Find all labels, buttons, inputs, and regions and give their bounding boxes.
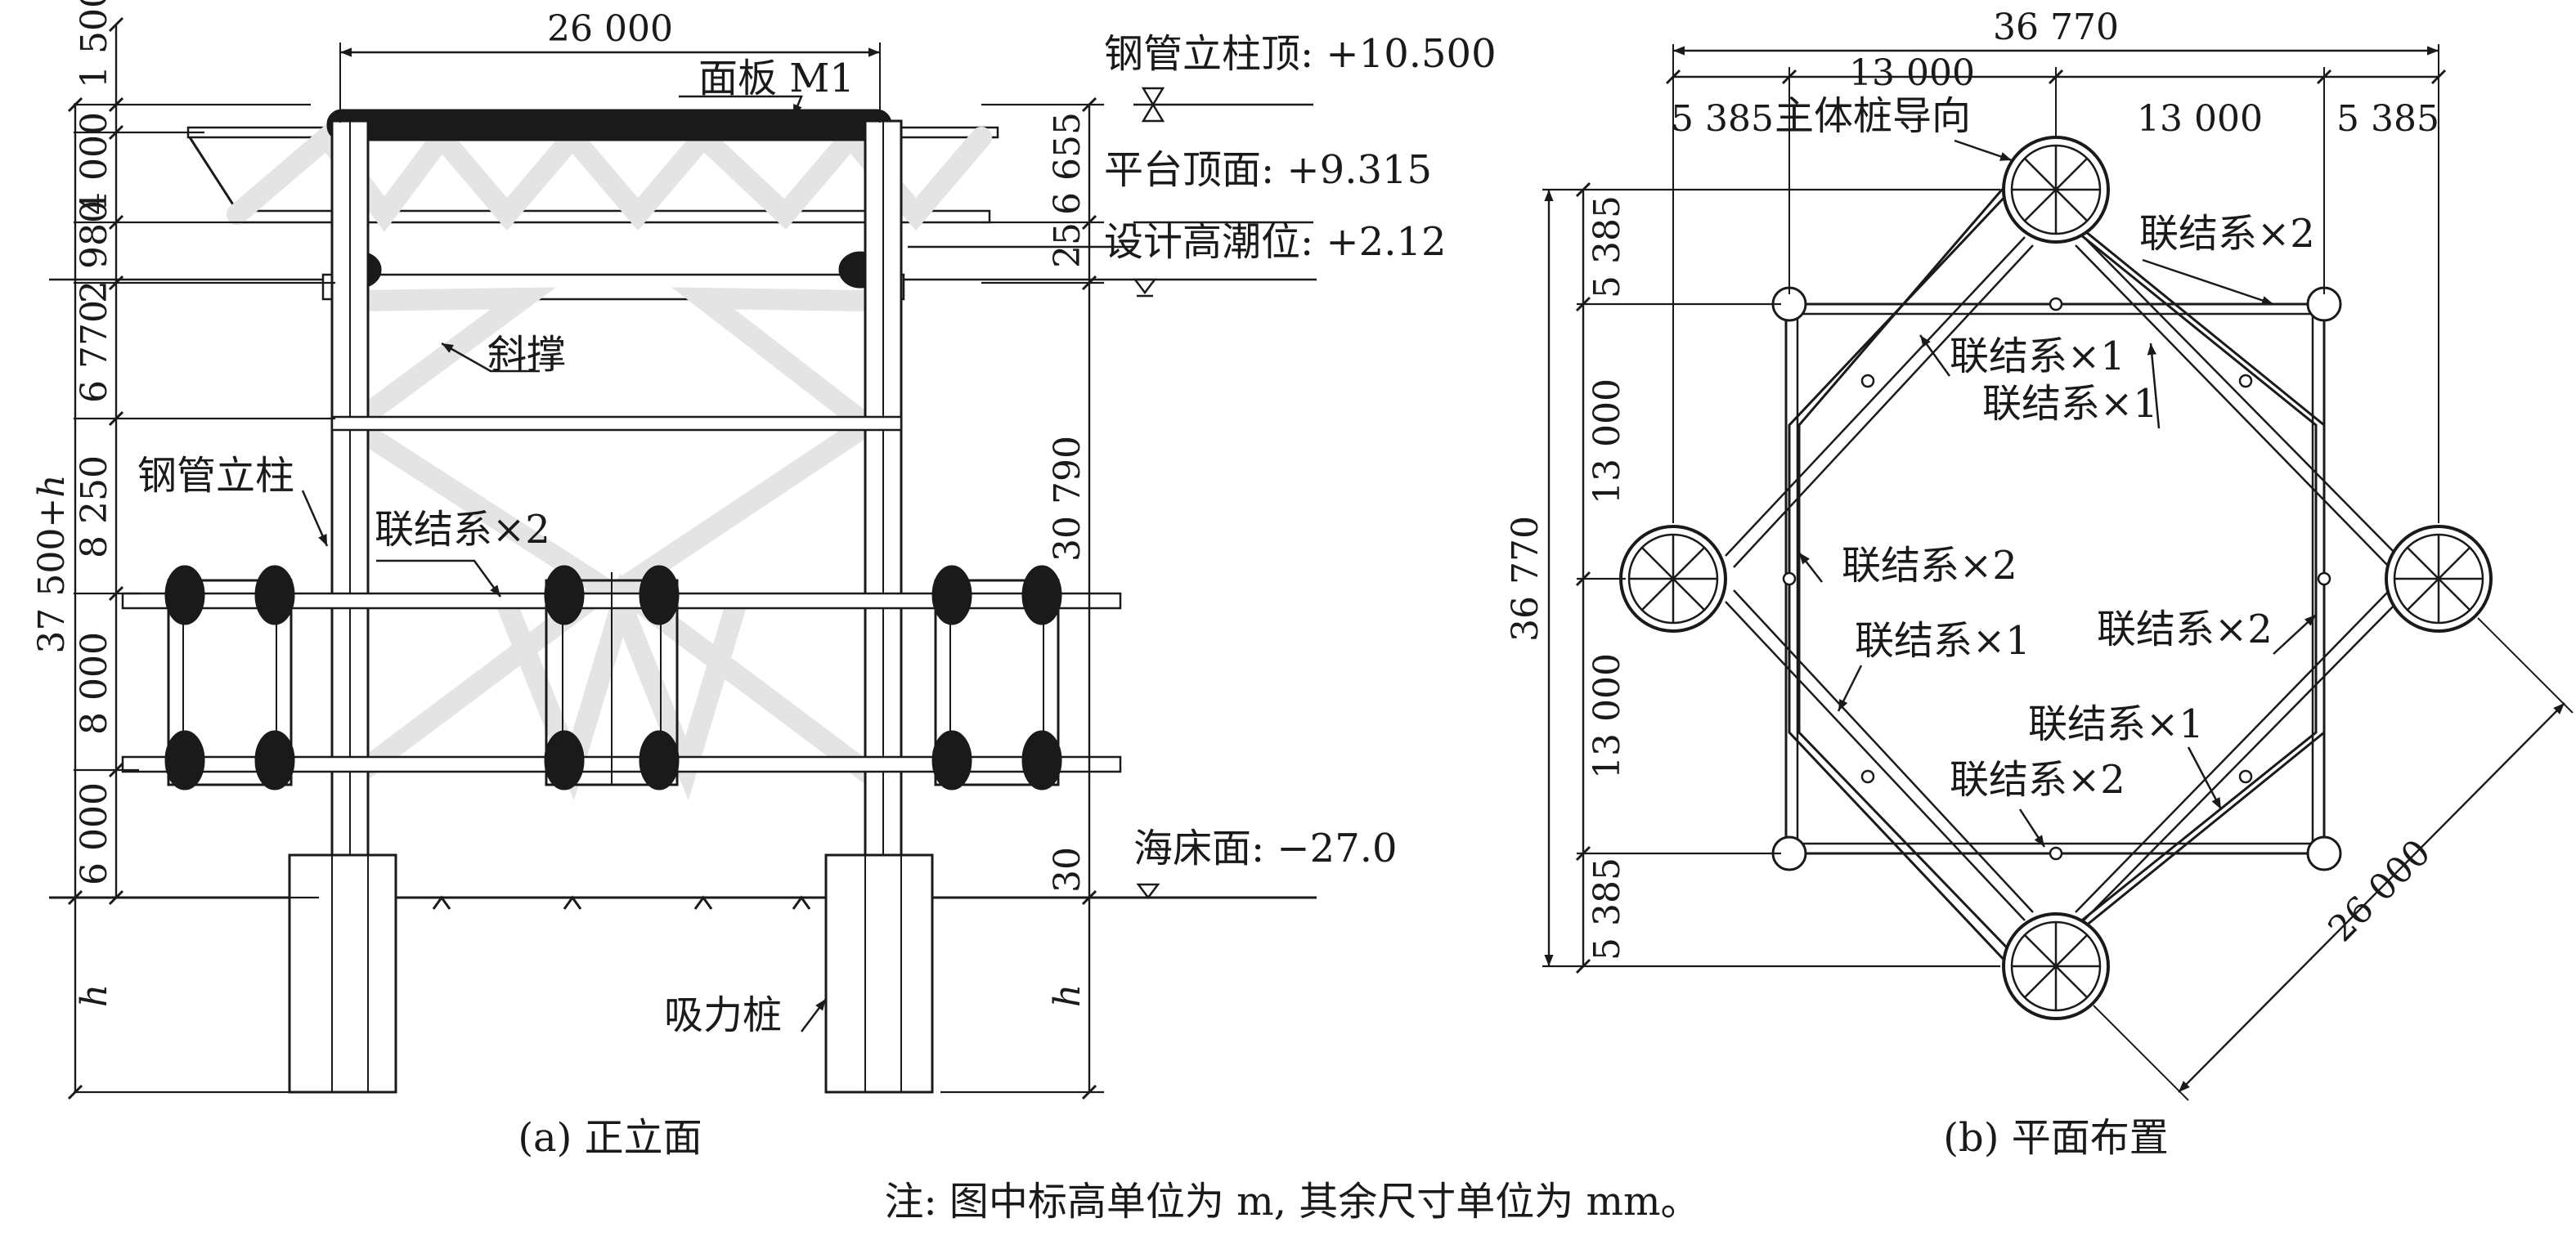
dim-h-left: h [74, 984, 115, 1007]
label-suction-pile: 吸力桩 [664, 992, 782, 1038]
label-platform-top: 平台顶面: +9.315 [1104, 147, 1432, 193]
plan-leaders [1798, 139, 2317, 848]
dim-total-height: 37 500+h [31, 474, 73, 653]
dim-8250: 8 250 [74, 455, 115, 558]
tie-frame-middle [544, 565, 680, 790]
label-col-top: 钢管立柱顶: +10.500 [1104, 31, 1497, 77]
label-steel-column: 钢管立柱 [137, 453, 294, 499]
label-tie-right: 联结系×2 [2097, 607, 2273, 652]
seabed-hatch-marks [432, 895, 811, 910]
label-tie: 联结系×2 [375, 507, 550, 553]
plan-dim-5385-left-a: 5 385 [1586, 195, 1628, 298]
tie-frame-right [931, 565, 1062, 790]
dim-6000: 6 000 [74, 782, 115, 885]
plan-dim-diagonal [2093, 617, 2574, 1101]
caption-elevation: (a) 正立面 [518, 1115, 702, 1161]
dim-6655: 6 655 [1047, 112, 1088, 215]
label-brace: 斜撑 [487, 332, 566, 378]
dim-6770: 6 770 [74, 300, 115, 403]
plan-pile-top [2002, 136, 2110, 244]
elevation-marks [908, 87, 1313, 900]
label-tie-bottom: 联结系×2 [1950, 757, 2125, 803]
tie-frame-left [164, 565, 295, 790]
plan-dims-left [1542, 181, 2000, 974]
plan-dim-5385-left-b: 5 385 [1586, 858, 1628, 961]
plan-dim-36770-left: 36 770 [1505, 516, 1546, 642]
dim-1500: 1 500 [74, 0, 115, 88]
plan-dims-top [1665, 44, 2447, 523]
label-panel-m1: 面板 M1 [698, 56, 855, 101]
suction-pile-right [824, 853, 934, 1094]
label-seabed: 海床面: −27.0 [1133, 826, 1398, 871]
plan-pile-bottom [2002, 912, 2110, 1020]
suction-pile-left [288, 853, 397, 1094]
dim-right-chain [940, 96, 1104, 1100]
dim-h-right: h [1047, 984, 1088, 1007]
elevation-leaders [301, 95, 827, 1032]
plan-dim-13000-left-b: 13 000 [1586, 653, 1628, 779]
label-tie-1b: 联结系×1 [1982, 381, 2158, 427]
label-tie-top-right: 联结系×2 [2139, 211, 2315, 257]
dim-30790: 30 790 [1047, 436, 1088, 562]
label-tie-1a: 联结系×1 [1950, 334, 2125, 379]
dim-8000: 8 000 [74, 632, 115, 735]
plan-pile-left [1619, 525, 1727, 633]
label-tie-1d: 联结系×1 [2028, 701, 2204, 747]
dim-25: 25 [1047, 222, 1088, 268]
label-main-pile-guide: 主体桩导向 [1775, 93, 1971, 139]
figure-note: 注: 图中标高单位为 m, 其余尺寸单位为 mm。 [884, 1179, 1699, 1225]
dim-26000: 26 000 [547, 8, 673, 50]
elevation-view: 26 000 1 500 4 000 2 980 6 770 8 250 8 0… [31, 0, 1497, 1161]
panel-m1 [326, 109, 892, 141]
dim-2980: 2 980 [74, 200, 115, 303]
dim-4000: 4 000 [74, 112, 115, 215]
plan-pile-right [2385, 525, 2493, 633]
caption-plan: (b) 平面布置 [1943, 1115, 2168, 1161]
plan-dim-13000-left-a: 13 000 [1586, 378, 1628, 504]
plan-dim-5385-top-b: 5 385 [2336, 98, 2439, 140]
plan-view: 36 770 13 000 13 000 5 385 5 385 36 770 … [1505, 7, 2574, 1161]
dim-left-chain [67, 16, 335, 1100]
label-tie-left: 联结系×2 [1842, 543, 2017, 589]
plan-dim-36770-top: 36 770 [1993, 7, 2119, 48]
label-tie-1c: 联结系×1 [1855, 618, 2031, 664]
plan-dim-13000-top-b: 13 000 [2137, 98, 2263, 140]
plan-dim-5385-top-a: 5 385 [1671, 98, 1774, 140]
dim-30: 30 [1047, 847, 1088, 893]
plan-dim-13000-top-a: 13 000 [1849, 52, 1975, 94]
label-design-tide: 设计高潮位: +2.12 [1104, 219, 1447, 265]
dim-top-width: 26 000 [339, 8, 881, 123]
